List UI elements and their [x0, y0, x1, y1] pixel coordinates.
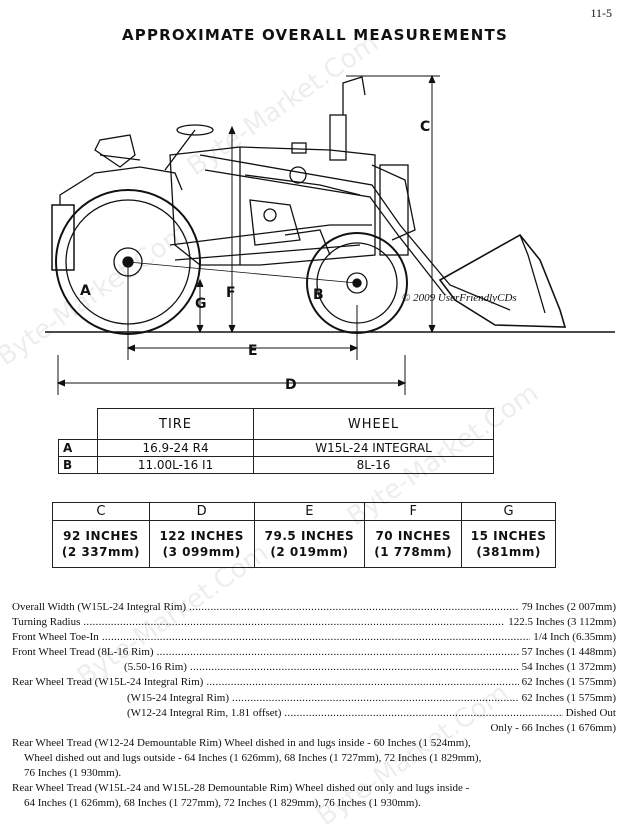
dim-inches: 122 INCHES: [159, 529, 244, 543]
label-f: F: [226, 285, 236, 301]
spec-overall-width: Overall Width (W15L-24 Integral Rim)79 I…: [12, 600, 616, 615]
dim-cell-g: 15 INCHES (381mm): [461, 520, 556, 568]
label-g: G: [195, 296, 207, 312]
tire-wheel-table: TIRE WHEEL A 16.9-24 R4 W15L-24 INTEGRAL…: [58, 408, 494, 474]
label-a: A: [80, 283, 91, 299]
label-b: B: [313, 287, 324, 303]
label-e: E: [248, 343, 258, 359]
wheel-cell: 8L-16: [253, 456, 494, 474]
wheel-cell: W15L-24 INTEGRAL: [253, 439, 494, 457]
dim-header-g: G: [461, 502, 556, 521]
dim-cell-c: 92 INCHES (2 337mm): [52, 520, 150, 568]
label-d: D: [285, 377, 297, 393]
dim-mm: (381mm): [476, 545, 541, 559]
dim-inches: 15 INCHES: [470, 529, 547, 543]
spec-turning-radius: Turning Radius122.5 Inches (3 112mm): [12, 615, 616, 630]
dim-header-c: C: [52, 502, 150, 521]
specifications: Overall Width (W15L-24 Integral Rim)79 I…: [12, 600, 616, 811]
tire-cell: 16.9-24 R4: [96, 439, 255, 457]
table-row: B 11.00L-16 I1 8L-16: [58, 456, 494, 474]
spec-rear-tread-w15-a: Rear Wheel Tread (W15L-24 and W15L-28 De…: [12, 782, 470, 795]
copyright-note: © 2009 UserFriendlyCDs: [402, 292, 517, 304]
page-number: 11-5: [590, 6, 612, 20]
spec-rear-tread-1: Rear Wheel Tread (W15L-24 Integral Rim)6…: [12, 675, 616, 690]
spec-front-tread-1: Front Wheel Tread (8L-16 Rim)57 Inches (…: [12, 645, 616, 660]
dim-header-d: D: [148, 502, 255, 521]
tractor-diagram: C F G A B E D: [45, 74, 615, 395]
spec-rear-tread-w12-a: Rear Wheel Tread (W12-24 Demountable Rim…: [12, 736, 471, 749]
dim-cell-f: 70 INCHES (1 778mm): [364, 520, 463, 568]
table-row: A 16.9-24 R4 W15L-24 INTEGRAL: [58, 439, 494, 457]
spec-rear-tread-w12-c: 76 Inches (1 930mm).: [24, 767, 122, 780]
dim-cell-e: 79.5 INCHES (2 019mm): [253, 520, 366, 568]
dim-mm: (1 778mm): [374, 545, 453, 559]
row-label: B: [58, 456, 98, 474]
page-title: APPROXIMATE OVERALL MEASUREMENTS: [121, 26, 508, 44]
spec-front-tread-2: (5.50-16 Rim)54 Inches (1 372mm): [12, 660, 616, 675]
spec-toe-in: Front Wheel Toe-In1/4 Inch (6.35mm): [12, 630, 616, 645]
dim-inches: 92 INCHES: [63, 529, 139, 543]
dim-inches: 79.5 INCHES: [264, 529, 355, 543]
spec-rear-tread-3b: Only - 66 Inches (1 676mm): [490, 721, 616, 734]
dimension-table: C D E F G 92 INCHES (2 337mm) 122 INCHES (…: [52, 502, 556, 568]
dim-mm: (2 337mm): [61, 545, 140, 559]
wheel-header: WHEEL: [253, 408, 494, 440]
dim-inches: 70 INCHES: [375, 529, 452, 543]
dim-header-e: E: [253, 502, 366, 521]
dim-mm: (2 019mm): [270, 545, 349, 559]
spec-rear-tread-w12-b: Wheel dished out and lugs outside - 64 I…: [24, 751, 482, 764]
spec-rear-tread-2: (W15-24 Integral Rim)62 Inches (1 575mm): [12, 691, 616, 706]
dim-mm: (3 099mm): [162, 545, 241, 559]
dim-header-f: F: [364, 502, 463, 521]
label-c: C: [420, 119, 430, 135]
spec-rear-tread-3: (W12-24 Integral Rim, 1.81 offset)Dished…: [12, 706, 616, 721]
dim-cell-d: 122 INCHES (3 099mm): [148, 520, 255, 568]
row-label: A: [58, 439, 98, 457]
tire-header: TIRE: [96, 408, 255, 440]
tire-cell: 11.00L-16 I1: [96, 456, 255, 474]
spec-rear-tread-w15-b: 64 Inches (1 626mm), 68 Inches (1 727mm)…: [24, 797, 421, 810]
